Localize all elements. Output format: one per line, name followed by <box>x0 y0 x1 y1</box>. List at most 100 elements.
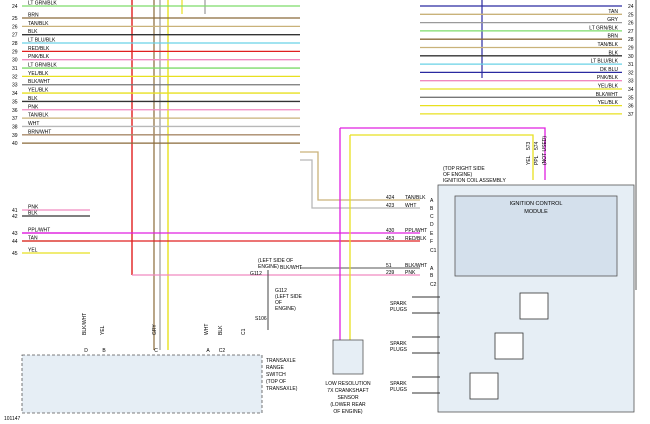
wire-number-left: 36 <box>12 108 18 114</box>
icm-top-pin-label: PPL <box>534 155 540 165</box>
wire-color-left: BLK/WHT <box>28 79 50 85</box>
wire-number-right: 33 <box>628 79 634 85</box>
crank-sensor-label: 7X CRANKSHAFT <box>327 388 368 394</box>
icm-top-circuit: 574 <box>534 141 540 150</box>
trs-pin-letter: A <box>206 348 210 354</box>
wire-number-left: 38 <box>12 124 18 130</box>
wire-color-right: YEL/BLK <box>598 100 619 106</box>
wire-color-right: TAN <box>608 9 618 15</box>
wire-number-lower: 41 <box>12 208 18 214</box>
wire-number-right: 26 <box>628 21 634 27</box>
wire-color-left: YEL/BLK <box>28 71 49 77</box>
wire-color-lower: PNK <box>28 205 39 211</box>
ground-note-b: (LEFT SIDE <box>275 294 303 300</box>
icm-circuit: 453 <box>386 236 395 242</box>
trs-label: SWITCH <box>266 372 286 378</box>
trs-pin-letter: B <box>102 348 106 354</box>
wire-color-lower: YEL <box>28 248 38 254</box>
ground-note-b: G112 <box>275 288 287 294</box>
icm-top-pin-label: (NOT USED) <box>542 136 548 165</box>
wire-color-left: BRN/WHT <box>28 129 51 135</box>
wire-color-right: BRN <box>607 34 618 40</box>
ground-note: (LEFT SIDE OF <box>258 258 293 264</box>
crank-sensor-label: (LOWER REAR <box>330 402 366 408</box>
wire-color-right: BLK/WHT <box>596 92 618 98</box>
icm-wire-color: TAN/BLK <box>405 195 426 201</box>
wire-color-left: RED/BLK <box>28 46 50 52</box>
icm-title: MODULE <box>524 209 548 215</box>
spark-plugs-3: PLUGS <box>390 387 408 393</box>
wire-ppl-crank-top <box>340 127 546 180</box>
ground-note-b: OF <box>275 300 282 306</box>
icm-title: IGNITION CONTROL <box>510 201 563 207</box>
crank-sensor-label: SENSOR <box>337 395 359 401</box>
trs-wire-label: C1 <box>241 328 247 335</box>
wire-number-left: 27 <box>12 33 18 39</box>
icm-pin-letter: B <box>430 206 434 212</box>
wire-number-right: 25 <box>628 12 634 18</box>
trs-wire-label: BLK/WHT <box>82 313 88 335</box>
icm-pin-letter: F <box>430 239 433 245</box>
wire-number-left: 35 <box>12 99 18 105</box>
wire-color-left: PNK/BLK <box>28 54 50 60</box>
trs-pin-letter: C2 <box>219 348 226 354</box>
spark-plugs-2-coil <box>494 332 524 360</box>
wire-color-left: TAN/BLK <box>28 21 49 27</box>
wire-color-left: LT BLU/BLK <box>28 38 56 44</box>
icm-circuit: 51 <box>386 263 392 269</box>
wire-yel-crank-top <box>350 134 534 180</box>
spark-plugs-1-coil <box>519 292 549 320</box>
icm-wire-color: BLK/WHT <box>405 263 427 269</box>
wire-number-left: 28 <box>12 41 18 47</box>
wire-number-left: 32 <box>12 74 18 80</box>
wire-number-left: 29 <box>12 49 18 55</box>
icm-coil-note: IGNITION COIL ASSEMBLY <box>443 178 506 184</box>
spark-plugs-3-coil <box>469 372 499 400</box>
wire-color-left: TAN/BLK <box>28 113 49 119</box>
wire-number-right: 24 <box>628 4 634 10</box>
ground-wire-color: BLK/WHT <box>280 265 302 271</box>
wire-number-right: 27 <box>628 29 634 35</box>
icm-pin-letter: A <box>430 266 434 272</box>
splice-label: S106 <box>255 316 267 322</box>
icm-coil-note: OF ENGINE) <box>443 172 473 178</box>
trs-label: TRANSAXLE) <box>266 386 298 392</box>
icm-coil-note: (TOP RIGHT SIDE <box>443 166 485 172</box>
icm-wire-color: RED/BLK <box>405 236 427 242</box>
trs-wire-label: YEL <box>100 325 106 335</box>
icm-pin-letter: C2 <box>430 282 437 288</box>
trs-wire-label: BLK <box>218 325 224 335</box>
icm-module <box>454 195 618 277</box>
wire-color-left: BRN <box>28 13 39 19</box>
trs-box <box>21 354 263 414</box>
spark-plugs-2: SPARK <box>390 341 407 347</box>
icm-circuit: 423 <box>386 203 395 209</box>
icm-pin-letter: D <box>430 222 434 228</box>
icm-pin-letter: C <box>430 214 434 220</box>
wire-color-right: GRY <box>607 17 618 23</box>
crank-sensor-box <box>332 339 364 375</box>
wire-number-right: 29 <box>628 46 634 52</box>
spark-plugs-2: PLUGS <box>390 347 408 353</box>
wire-number-left: 40 <box>12 141 18 147</box>
wire-number-left: 33 <box>12 83 18 89</box>
wire-color-left: BLK <box>28 29 38 35</box>
wire-number-right: 35 <box>628 95 634 101</box>
crank-sensor-label: LOW RESOLUTION <box>325 381 371 387</box>
wire-number-right: 30 <box>628 54 634 60</box>
icm-wire-color: PNK <box>405 270 416 276</box>
wire-number-right: 28 <box>628 37 634 43</box>
icm-pin-letter: E <box>430 231 434 237</box>
icm-circuit: 239 <box>386 270 395 276</box>
icm-pin-letter: C1 <box>430 248 437 254</box>
wire-number-left: 26 <box>12 24 18 30</box>
wire-number-right: 37 <box>628 112 634 118</box>
wire-number-lower: 43 <box>12 231 18 237</box>
icm-top-pin-label: YEL <box>526 155 532 165</box>
wire-number-lower: 45 <box>12 251 18 257</box>
wire-color-right: DK BLU <box>600 67 618 73</box>
wire-color-left: WHT <box>28 121 39 127</box>
wire-number-left: 25 <box>12 16 18 22</box>
